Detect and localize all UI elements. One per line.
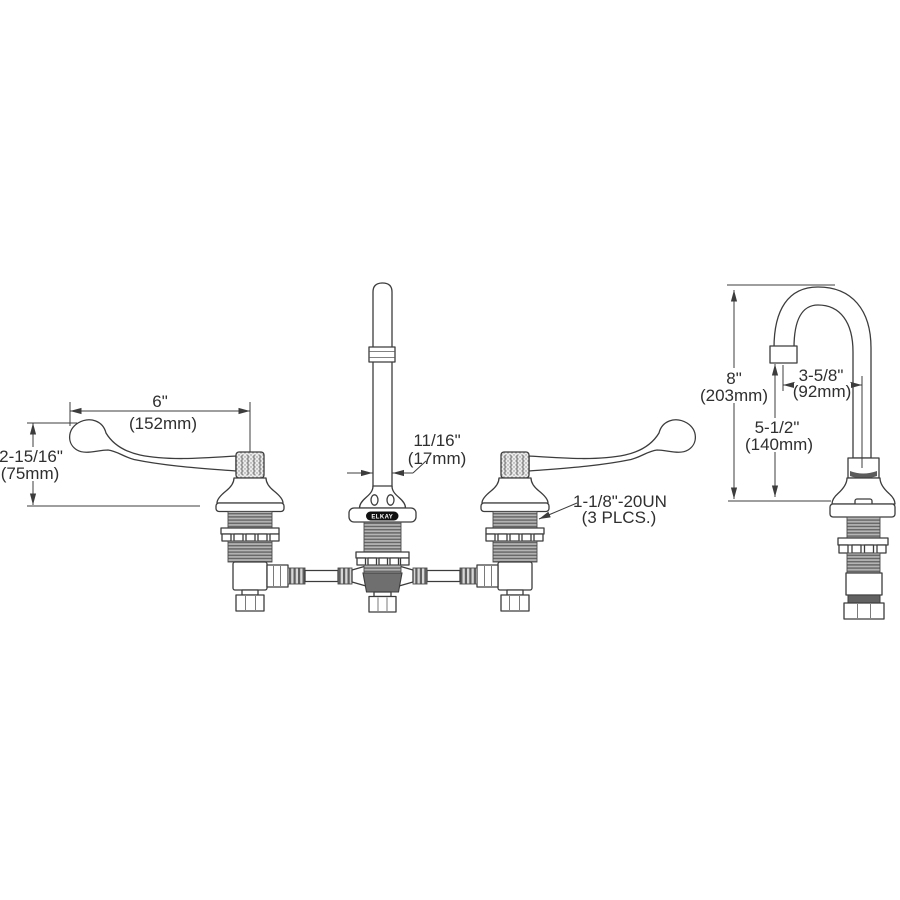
label-spout-dia-in: 11/16" bbox=[413, 431, 460, 450]
label-overall-height-mm: (203mm) bbox=[700, 386, 768, 405]
tee-body bbox=[362, 572, 403, 593]
dimension-lines bbox=[1, 284, 863, 520]
label-overall-height-in: 8" bbox=[726, 369, 742, 388]
label-spout-dia-mm: (17mm) bbox=[408, 449, 467, 468]
hex-coupling-nut bbox=[843, 602, 885, 620]
label-handle-length-mm: (152mm) bbox=[129, 414, 197, 433]
spout-tube bbox=[372, 282, 393, 488]
label-handle-height-mm: (75mm) bbox=[1, 464, 60, 483]
label-spout-reach-in: 3-5/8" bbox=[799, 366, 844, 385]
label-handle-height-in: 2-15/16" bbox=[0, 447, 63, 466]
label-handle-length-in: 6" bbox=[152, 392, 168, 411]
side-view bbox=[769, 286, 896, 620]
valve-cartridge bbox=[845, 572, 883, 596]
locknut-tabs bbox=[356, 557, 410, 566]
side-escutcheon-bell bbox=[831, 477, 896, 505]
left-valve-and-handle bbox=[68, 419, 367, 612]
hex-coupling-nut bbox=[368, 595, 397, 613]
brand-badge-label: ELKAY bbox=[371, 514, 393, 520]
label-outlet-height-mm: (140mm) bbox=[745, 435, 813, 454]
gooseneck-spout bbox=[773, 286, 872, 459]
front-view: ELKAY bbox=[68, 282, 697, 613]
center-spout: ELKAY bbox=[348, 282, 417, 613]
dimension-labels: 6" (152mm) 2-15/16" (75mm) 11/16" (17mm)… bbox=[0, 366, 851, 527]
leader-spout-dia bbox=[412, 460, 427, 474]
threaded-shank bbox=[363, 521, 402, 553]
leader-thread-spec bbox=[538, 502, 578, 520]
locknut-tabs bbox=[838, 544, 887, 554]
label-thread-note-2: (3 PLCS.) bbox=[582, 508, 657, 527]
base-flange bbox=[829, 503, 896, 518]
label-thread-note-1: 1-1/8"-20UN bbox=[573, 492, 667, 511]
spout-coupling-band bbox=[368, 346, 396, 363]
threaded-shank bbox=[846, 516, 881, 539]
spout-base-bell bbox=[358, 485, 407, 509]
brand-badge bbox=[366, 511, 399, 521]
aerator-outlet bbox=[769, 345, 798, 364]
label-outlet-height-in: 5-1/2" bbox=[755, 418, 800, 437]
label-spout-reach-mm: (92mm) bbox=[793, 382, 852, 401]
